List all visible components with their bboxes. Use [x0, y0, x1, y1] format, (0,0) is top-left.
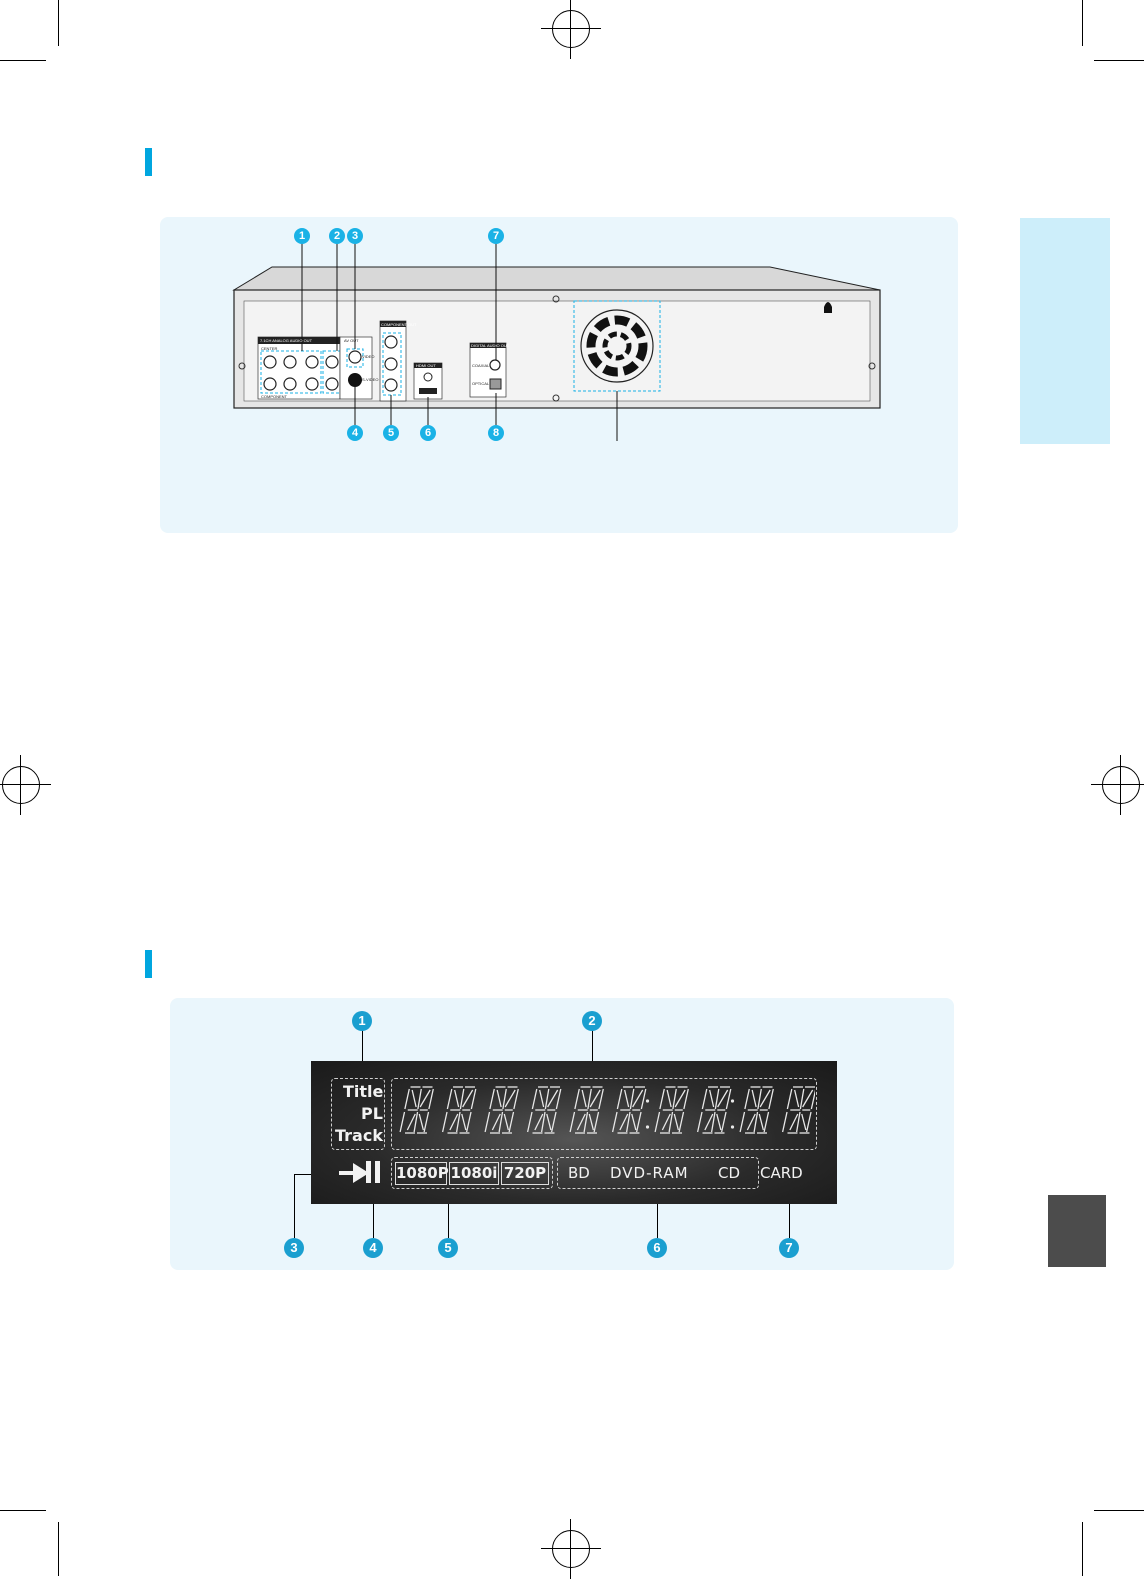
callout-number: 3	[284, 1238, 304, 1258]
callout-number: 4	[363, 1238, 383, 1258]
front-display: Title PL Track 1080P 1080i 720P BD DVD-R…	[311, 1061, 837, 1204]
callout-number: 3	[347, 228, 363, 244]
registration-mark	[541, 0, 601, 59]
jack-label: DIGITAL AUDIO OUT	[471, 343, 510, 348]
leader-line	[373, 1186, 374, 1238]
jack-label: S-VIDEO	[362, 377, 379, 382]
jack-label: COMPONENT	[261, 394, 287, 399]
resolution-group	[391, 1157, 553, 1189]
jack-label: OPTICAL	[472, 381, 490, 386]
crop-mark	[58, 0, 59, 46]
crop-mark	[1094, 60, 1144, 61]
crop-mark	[1082, 0, 1083, 46]
segment-digit	[781, 1086, 815, 1134]
segment-digit	[739, 1086, 774, 1134]
play-icon	[339, 1163, 369, 1183]
callout-number: 7	[488, 228, 504, 244]
card-indicator: CARD	[760, 1164, 803, 1182]
colon-dot	[730, 1099, 735, 1103]
side-page-box	[1048, 1195, 1106, 1267]
segment-digit	[611, 1086, 647, 1134]
jack-label: COAXIAL	[472, 363, 490, 368]
callout-number: 2	[582, 1011, 602, 1031]
disc-type-group	[557, 1157, 759, 1189]
segment-digits	[399, 1086, 815, 1134]
callout-number: 6	[420, 425, 436, 441]
display-label-track: Track	[335, 1126, 383, 1145]
segment-digit	[654, 1086, 689, 1134]
colon-dot	[730, 1125, 735, 1129]
callout-number: 5	[438, 1238, 458, 1258]
disc-bd: BD	[568, 1164, 590, 1182]
callout-number: 2	[329, 228, 345, 244]
disc-cd: CD	[718, 1164, 741, 1182]
crop-mark	[58, 1522, 59, 1576]
leader-line	[789, 1186, 790, 1238]
display-label-title: Title	[343, 1082, 384, 1101]
leader-line	[362, 1030, 363, 1082]
rear-panel-figure: 1 2 3 7 4 5 6 8 7.1CH ANALOG AUDIO OUT C…	[160, 217, 958, 533]
segment-digit	[569, 1086, 604, 1134]
pause-icon	[366, 1161, 380, 1183]
registration-mark	[0, 755, 51, 815]
segment-digit	[696, 1086, 732, 1134]
resolution-1080p: 1080P	[395, 1162, 449, 1185]
registration-mark	[1091, 755, 1144, 815]
side-tab	[1020, 218, 1110, 444]
callout-number: 1	[294, 228, 310, 244]
leader-line	[448, 1186, 449, 1238]
segment-digit	[399, 1086, 434, 1134]
jack-label: CENTER	[261, 346, 278, 351]
jack-label: VIDEO	[362, 354, 375, 359]
label-group	[331, 1078, 385, 1150]
segment-digit	[526, 1086, 562, 1134]
callout-number: 6	[647, 1238, 667, 1258]
callout-number: 8	[488, 425, 504, 441]
crop-mark	[0, 60, 46, 61]
resolution-1080i: 1080i	[449, 1162, 499, 1185]
segment-digit	[441, 1086, 477, 1134]
resolution-720p: 720P	[501, 1162, 549, 1185]
callout-number: 5	[383, 425, 399, 441]
jack-label: AV OUT	[344, 338, 359, 343]
leader-line	[657, 1186, 658, 1238]
crop-mark	[1094, 1510, 1144, 1511]
crop-mark	[1082, 1522, 1083, 1576]
callout-number: 7	[779, 1238, 799, 1258]
section-marker	[145, 950, 152, 978]
section-marker	[145, 148, 152, 176]
jack-label: COMPONENT OUT	[381, 322, 417, 327]
digit-group	[391, 1078, 817, 1150]
registration-mark	[541, 1519, 601, 1579]
callout-number: 4	[347, 425, 363, 441]
leader-line	[592, 1030, 593, 1078]
segment-digit	[484, 1086, 519, 1134]
rear-panel-illustration	[232, 243, 881, 441]
colon-dot	[645, 1099, 650, 1103]
display-label-pl: PL	[361, 1104, 383, 1123]
disc-dvd-ram: DVD-RAM	[610, 1164, 689, 1182]
jack-label: HDMI OUT	[416, 363, 436, 368]
crop-mark	[0, 1510, 46, 1511]
jack-label: 7.1CH ANALOG AUDIO OUT	[260, 338, 313, 343]
colon-dot	[645, 1125, 650, 1129]
leader-line	[294, 1174, 295, 1238]
callout-number: 1	[352, 1011, 372, 1031]
